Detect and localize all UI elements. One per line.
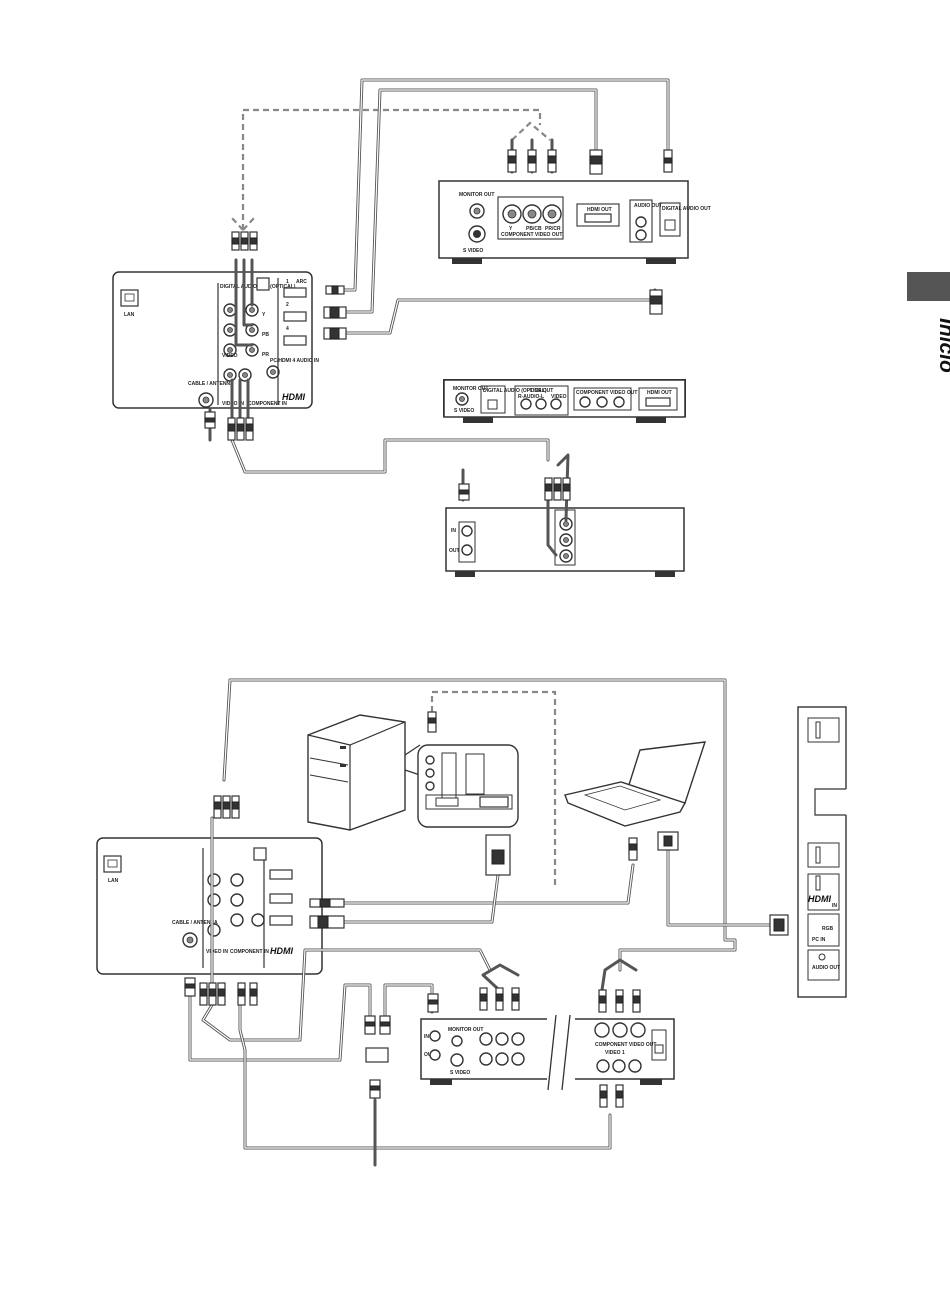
hdmi-out-2-label: HDMI OUT: [647, 390, 672, 396]
hdmi-logo: HDMI: [282, 392, 305, 402]
device-4: IN OUT MONITOR OUT S VIDEO COMPONENT VID…: [420, 1014, 675, 1091]
device-1-player: MONITOR OUT S VIDEO Y PB/CB PR/CR COMPON…: [438, 180, 711, 264]
desktop-pc: [307, 714, 421, 831]
s-video-2-label: S VIDEO: [454, 408, 474, 414]
video-label: VIDEO: [222, 353, 238, 359]
y-label: Y: [262, 312, 266, 318]
component-video-out-label: COMPONENT VIDEO OUT: [501, 232, 562, 238]
audio-out-label: AUDIO OUT: [634, 203, 662, 209]
hdmi2-label: 2: [286, 302, 289, 308]
video-2-label: VIDEO: [551, 394, 567, 400]
plugs-top: [204, 149, 673, 501]
lan-label: LAN: [124, 312, 135, 318]
pc-in-label: PC IN: [812, 937, 826, 943]
pr-cr-label: PR/CR: [545, 226, 561, 232]
in-4-label: IN: [424, 1034, 429, 1040]
section-tab: [907, 272, 950, 301]
cable-antenna-label: CABLE / ANTENNA: [188, 381, 234, 387]
side-hdmi-logo: HDMI: [808, 894, 831, 904]
tv-panel-bottom: LAN CABLE / ANTENNA COMPONENT IN VIDEO I…: [96, 837, 323, 975]
side-panel: HDMI IN RGB PC IN AUDIO OUT: [797, 706, 848, 998]
pr-label: PR: [262, 352, 269, 358]
plugs-bottom: [184, 711, 789, 1108]
audio-lr-label: R-AUDIO-L: [518, 394, 544, 400]
side-in-label: IN: [832, 903, 837, 909]
lan-label-2: LAN: [108, 878, 119, 884]
pb-cb-label: PB/CB: [526, 226, 542, 232]
s-video-4-label: S VIDEO: [450, 1070, 470, 1076]
cable-antenna-label-2: CABLE / ANTENNA: [172, 920, 218, 926]
component-out-2-label: COMPONENT VIDEO OUT: [576, 390, 637, 396]
monitor-out-label: MONITOR OUT: [459, 192, 494, 198]
hdmi-out-label: HDMI OUT: [587, 207, 612, 213]
out-3-label: OUT: [449, 548, 460, 554]
hdmi4-port: [283, 335, 307, 346]
side-audio-out-label: AUDIO OUT: [812, 965, 840, 971]
pc-detail-panel: [417, 744, 519, 828]
cables-top: [208, 78, 670, 557]
rgb-label: RGB: [822, 926, 834, 932]
device-3: IN OUT: [445, 507, 685, 577]
pc-hdmi-audio-label: PC/HDMI 4 AUDIO IN: [270, 358, 319, 364]
component-in-label: COMPONENT IN: [248, 401, 287, 407]
video-in-label-2: VIDEO IN: [206, 949, 228, 955]
component-out-4-label: COMPONENT VIDEO OUT: [595, 1042, 656, 1048]
hdmi1-label: 1: [286, 279, 289, 285]
monitor-out-2-label: MONITOR OUT: [453, 386, 488, 392]
tv-panel-top: LAN CABLE / ANTENNA DIGITAL AUDIO OUT (O…: [112, 271, 319, 409]
line-out-label: LINE OUT: [530, 388, 553, 394]
device-2-panel: MONITOR OUT S VIDEO DIGITAL AUDIO (OPTIC…: [443, 379, 686, 423]
s-video-label: S VIDEO: [463, 248, 483, 254]
arc-label: ARC: [296, 279, 307, 285]
hdmi4-label: 4: [286, 326, 289, 332]
in-3-label: IN: [451, 528, 456, 534]
out-4-label: OUT: [424, 1052, 435, 1058]
hdmi2-port: [283, 311, 307, 322]
laptop: [564, 741, 707, 827]
y-out-label: Y: [509, 226, 513, 232]
optical-port: [256, 277, 270, 291]
pb-label: PB: [262, 332, 269, 338]
component-in-label-2: COMPONENT IN: [230, 949, 269, 955]
monitor-out-4-label: MONITOR OUT: [448, 1027, 483, 1033]
video1-label: VIDEO 1: [605, 1050, 625, 1056]
hdmi1-port: [283, 287, 307, 298]
hdmi-logo-2: HDMI: [270, 946, 293, 956]
digital-out-label: DIGITAL AUDIO OUT: [662, 206, 711, 212]
